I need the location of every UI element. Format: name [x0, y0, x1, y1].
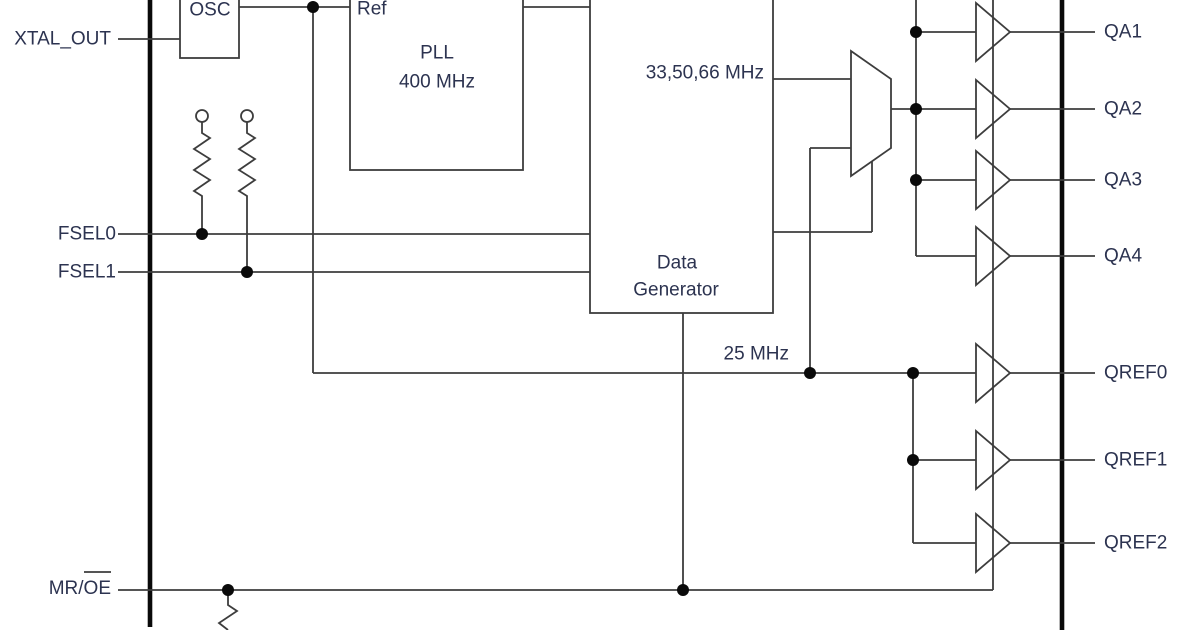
osc-block-label: OSC [189, 0, 230, 21]
open-terminal-icon [195, 109, 209, 123]
pin-label-fsel0: FSEL0 [58, 224, 116, 245]
resistor-zigzag [237, 122, 257, 272]
pll-block [349, 0, 524, 171]
oe-label-part-overlined: OE [84, 578, 111, 599]
output-buffer-qref1 [975, 429, 1012, 491]
junction-mr-resistor [222, 584, 234, 596]
junction-fsel1 [241, 266, 253, 278]
pin-label-qref2: QREF2 [1104, 533, 1167, 554]
output-buffer-qa3 [975, 149, 1012, 211]
output-buffers [975, 1, 1012, 574]
junction-qa1 [910, 26, 922, 38]
data-generator-label-line2: Generator [633, 280, 719, 301]
output-buffer-qref2 [975, 512, 1012, 574]
pin-label-qa2: QA2 [1104, 99, 1142, 120]
pll-block-label: PLL [420, 43, 454, 64]
junction-mr-datagen [677, 584, 689, 596]
output-buffer-qa2 [975, 78, 1012, 140]
junction-fsel0 [196, 228, 208, 240]
mr-label-part: MR/ [49, 578, 85, 599]
data-generator-label-line1: Data [657, 253, 698, 274]
junction-qa2 [910, 103, 922, 115]
pin-label-mr-oe: MR/OE [49, 578, 111, 599]
junction-qa3 [910, 174, 922, 186]
junction-ref [307, 1, 319, 13]
net-label-pll-bus: 33,50,66 MHz [646, 63, 764, 84]
pin-label-qa3: QA3 [1104, 170, 1142, 191]
pll-freq-label: 400 MHz [399, 72, 475, 93]
junction-qref0 [907, 367, 919, 379]
pin-label-fsel1: FSEL1 [58, 262, 116, 283]
resistor-zigzag [217, 590, 239, 630]
pullup-resistor-fsel1 [237, 109, 257, 272]
osc-block [179, 0, 240, 59]
output-buffer-qref0 [975, 342, 1012, 404]
pin-label-qa4: QA4 [1104, 246, 1142, 267]
net-label-ref-clock: 25 MHz [724, 344, 789, 365]
resistor-zigzag [192, 122, 212, 234]
open-terminal-icon [240, 109, 254, 123]
data-generator-block [589, 0, 774, 314]
junction-mux-in2 [804, 367, 816, 379]
output-buffer-qa4 [975, 225, 1012, 287]
pulldown-resistor-mr-oe [217, 590, 239, 630]
clock-mux [850, 49, 892, 178]
pin-label-qa1: QA1 [1104, 22, 1142, 43]
output-buffer-qa1 [975, 1, 1012, 63]
wires [118, 0, 1095, 591]
junction-dots [196, 1, 922, 596]
pll-ref-pin-label: Ref [357, 0, 387, 20]
pin-label-qref0: QREF0 [1104, 363, 1167, 384]
junction-qref1 [907, 454, 919, 466]
pin-label-qref1: QREF1 [1104, 450, 1167, 471]
labels: XTAL_OUT FSEL0 FSEL1 MR/OE OSC Ref PLL 4… [14, 0, 1167, 599]
pullup-resistor-fsel0 [192, 109, 212, 234]
pin-label-xtal-out: XTAL_OUT [14, 29, 111, 50]
